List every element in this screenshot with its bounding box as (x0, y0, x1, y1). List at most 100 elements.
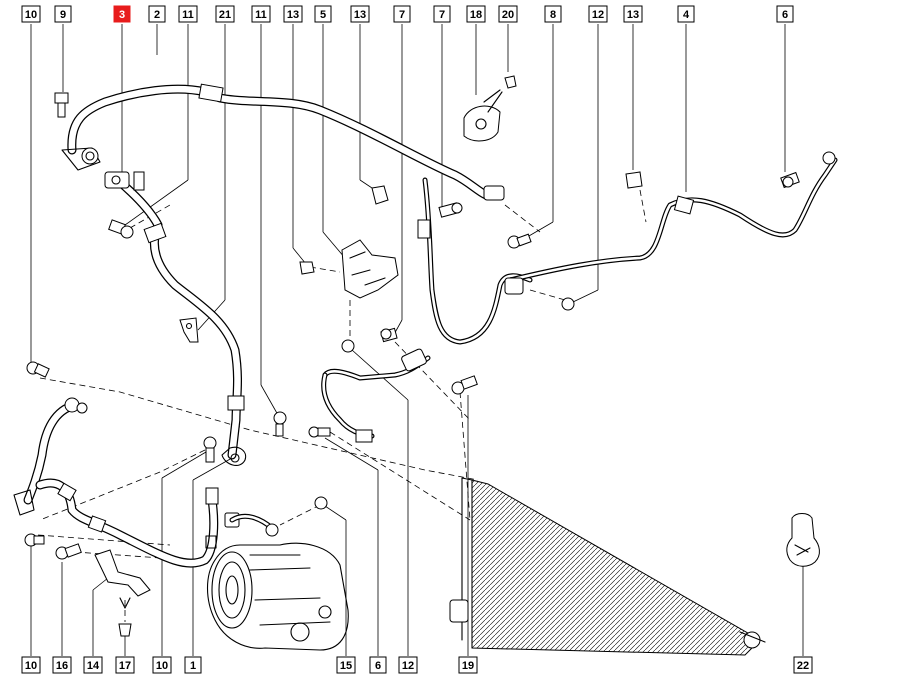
callout-box (148, 5, 166, 23)
callout-box (433, 5, 451, 23)
bolt-8 (507, 233, 532, 249)
callout-label: 20 (502, 9, 514, 21)
callout-box (398, 656, 418, 674)
bolt-16 (55, 543, 82, 560)
callout-13-top-c: 13 (623, 5, 643, 23)
callout-7-top-b: 7 (433, 5, 451, 23)
bolt-11a (108, 219, 134, 239)
leader-lines (30, 24, 804, 656)
callout-label: 22 (797, 660, 809, 672)
callout-17: 17 (115, 656, 135, 674)
callout-label: 16 (56, 660, 68, 672)
callout-box (54, 5, 72, 23)
callout-2: 2 (148, 5, 166, 23)
suction-hose-upper (61, 83, 505, 201)
callout-15: 15 (336, 656, 356, 674)
callout-box (336, 656, 356, 674)
leader-5-tail (322, 231, 346, 259)
callout-box (458, 656, 478, 674)
callout-8: 8 (544, 5, 562, 23)
callout-11-top-a: 11 (178, 5, 198, 23)
compressor (207, 512, 349, 651)
assembly-line-a (39, 377, 479, 481)
assembly-line-n (639, 189, 647, 223)
callout-4: 4 (677, 5, 695, 23)
pipe-4 (504, 151, 838, 295)
bolt-10-mid (203, 436, 217, 463)
callout-7-top-a: 7 (393, 5, 411, 23)
leader-6-bot-tail (324, 437, 379, 471)
callout-label: 10 (25, 9, 37, 21)
part-22 (786, 513, 820, 567)
leader-12-top-tail (572, 289, 599, 303)
callout-box (466, 5, 486, 23)
clip-20 (483, 75, 517, 113)
leader-11-b-tail (260, 384, 279, 416)
callout-10-top-a: 10 (21, 5, 41, 23)
callout-box (178, 5, 198, 23)
leader-15-tail (324, 505, 347, 521)
bolt-6-top (780, 171, 800, 189)
callout-label: 6 (782, 9, 788, 21)
assembly-lines (37, 189, 647, 622)
callout-box (115, 656, 135, 674)
callout-label: 3 (119, 9, 125, 21)
clip-13c (625, 171, 643, 189)
callout-label: 6 (375, 660, 381, 672)
assembly-line-b (37, 534, 171, 546)
pipe-7 (321, 177, 533, 443)
callout-box (215, 5, 235, 23)
callout-label: 8 (550, 9, 556, 21)
bracket-5 (341, 239, 399, 299)
callout-box (83, 656, 103, 674)
assembly-line-f (394, 341, 471, 421)
callout-box (251, 5, 271, 23)
bracket-18 (463, 105, 501, 142)
bolt-19 (451, 375, 478, 395)
clip-15 (314, 496, 328, 510)
callout-18: 18 (466, 5, 486, 23)
leader-13-a-tail (292, 247, 307, 265)
leader-14-tail (92, 577, 109, 591)
callout-12-bot: 12 (398, 656, 418, 674)
callout-14: 14 (83, 656, 103, 674)
callout-label: 10 (25, 660, 37, 672)
callout-label: 18 (470, 9, 482, 21)
callout-21: 21 (215, 5, 235, 23)
leader-10-bot-b-tail (161, 451, 207, 479)
callout-label: 13 (287, 9, 299, 21)
callout-19: 19 (458, 656, 478, 674)
callout-box (283, 5, 303, 23)
callout-box (677, 5, 695, 23)
bolt-9 (54, 92, 69, 118)
callout-box (369, 656, 387, 674)
callout-box (184, 656, 202, 674)
clip-12-bot (341, 339, 355, 353)
callout-box (52, 656, 72, 674)
assembly-line-g (459, 391, 471, 521)
callout-label: 1 (190, 660, 196, 672)
callout-22: 22 (793, 656, 813, 674)
clip-17 (118, 597, 132, 637)
assembly-line-l (504, 204, 541, 233)
callout-box (776, 5, 794, 23)
callout-10-bot-a: 10 (21, 656, 41, 674)
callout-label: 9 (60, 9, 66, 21)
callout-12-top: 12 (588, 5, 608, 23)
assembly-line-e (329, 431, 471, 521)
callout-label: 5 (320, 9, 326, 21)
callout-label: 21 (219, 9, 231, 21)
callout-label: 7 (439, 9, 445, 21)
assembly-line-h (279, 504, 321, 526)
callout-label: 12 (402, 660, 414, 672)
callout-label: 13 (627, 9, 639, 21)
callout-5: 5 (314, 5, 332, 23)
assembly-line-m (529, 289, 566, 301)
callout-box (152, 656, 172, 674)
callout-11-top-b: 11 (251, 5, 271, 23)
callout-16: 16 (52, 656, 72, 674)
